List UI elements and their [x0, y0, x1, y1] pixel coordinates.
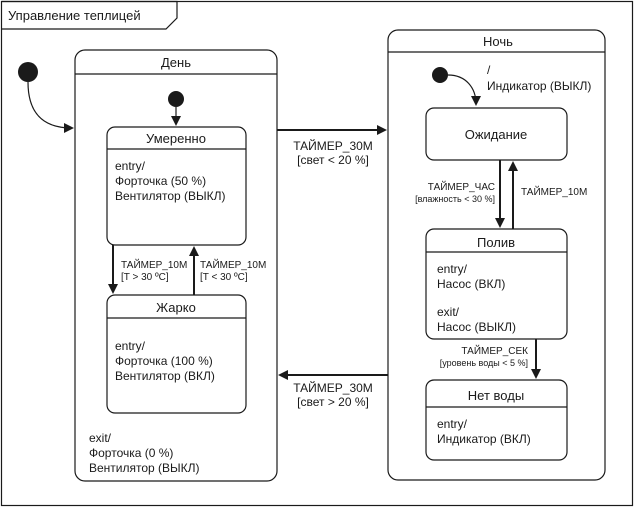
night-to-day-guard: [свет > 20 %] — [297, 395, 369, 409]
watering-line-1: Насос (ВКЛ) — [437, 277, 505, 291]
state-no-water — [425, 379, 568, 461]
nowater-line-0: entry/ — [437, 417, 468, 431]
waiting-to-watering-guard: [влажность < 30 %] — [415, 194, 495, 204]
night-init-action: Индикатор (ВЫКЛ) — [487, 79, 591, 93]
day-to-night-guard: [свет < 20 %] — [297, 153, 369, 167]
moderate-to-hot-event: ТАЙМЕР_10М — [121, 258, 187, 271]
state-watering — [425, 228, 568, 340]
watering-to-nowater-event: ТАЙМЕР_СЕК — [461, 344, 528, 357]
hot-to-moderate-event: ТАЙМЕР_10М — [200, 258, 266, 271]
night-title: Ночь — [483, 34, 513, 49]
state-hot — [106, 294, 247, 414]
nowater-line-1: Индикатор (ВКЛ) — [437, 432, 531, 446]
watering-to-waiting-event: ТАЙМЕР_10М — [521, 185, 587, 198]
state-moderate — [106, 126, 247, 246]
global-initial-arrow — [27, 81, 74, 133]
frame-title: Управление теплицей — [8, 8, 141, 23]
moderate-line-1: Форточка (50 %) — [115, 174, 206, 188]
day-initial-node — [168, 91, 184, 107]
day-exit-line-2: Вентилятор (ВЫКЛ) — [89, 461, 200, 475]
watering-line-3: exit/ — [437, 305, 460, 319]
hot-line-0: entry/ — [115, 339, 146, 353]
night-to-day-event: ТАЙМЕР_30М — [293, 380, 373, 395]
night-init-slash: / — [487, 63, 491, 77]
global-initial-node — [18, 62, 38, 82]
day-to-night-event: ТАЙМЕР_30М — [293, 138, 373, 153]
day-exit-line-1: Форточка (0 %) — [89, 446, 173, 460]
watering-to-nowater-guard: [уровень воды < 5 %] — [440, 358, 528, 368]
hot-line-1: Форточка (100 %) — [115, 354, 213, 368]
moderate-title: Умеренно — [146, 131, 206, 146]
day-title: День — [161, 55, 191, 70]
frame-title-tab — [1, 0, 178, 30]
nowater-title: Нет воды — [468, 388, 524, 403]
hot-title: Жарко — [156, 300, 196, 315]
hot-to-moderate-guard: [T < 30 ºC] — [200, 272, 248, 283]
watering-line-4: Насос (ВЫКЛ) — [437, 320, 516, 334]
waiting-title: Ожидание — [465, 127, 528, 142]
hot-line-2: Вентилятор (ВКЛ) — [115, 369, 215, 383]
night-initial-node — [432, 67, 448, 83]
moderate-line-2: Вентилятор (ВЫКЛ) — [115, 189, 226, 203]
moderate-line-0: entry/ — [115, 159, 146, 173]
night-initial-arrow — [447, 74, 481, 106]
watering-title: Полив — [477, 235, 515, 250]
watering-line-0: entry/ — [437, 262, 468, 276]
moderate-to-hot-guard: [T > 30 ºC] — [121, 272, 169, 283]
day-exit-line-0: exit/ — [89, 431, 112, 445]
waiting-to-watering-event: ТАЙМЕР_ЧАС — [428, 180, 495, 193]
state-waiting — [425, 107, 568, 161]
